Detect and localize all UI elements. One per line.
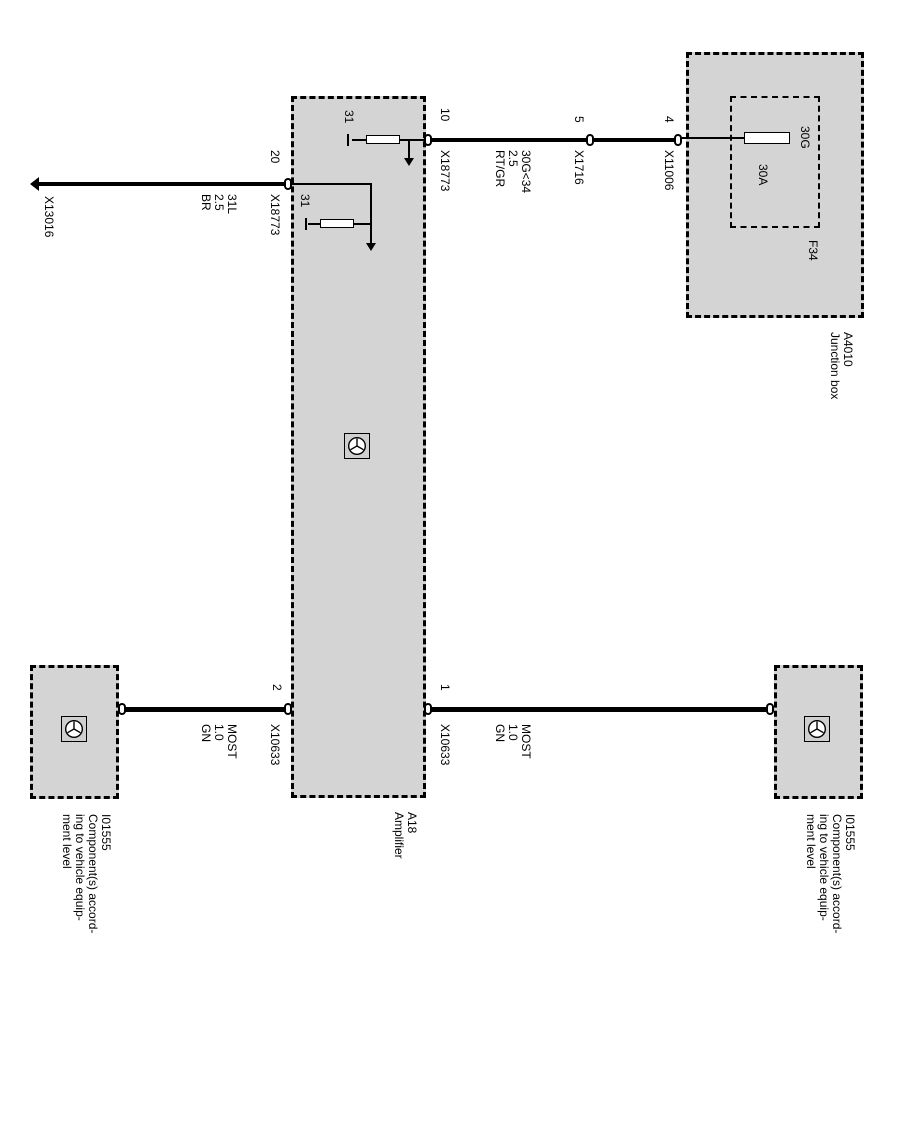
- connector-x1716-icon: [586, 134, 594, 146]
- wire-ground-spec: 31L 2.5 BR: [199, 194, 239, 215]
- arrow-down-icon: [404, 158, 414, 166]
- wire-power-spec: 30G<34 2.5 RT/GR: [493, 150, 533, 194]
- fuse-id-label: F34: [806, 240, 820, 261]
- wire-most-bottom-spec: MOST 1.0 GN: [199, 724, 239, 759]
- arrow-down-icon: [366, 243, 376, 251]
- resistor-lead: [308, 223, 320, 225]
- wire-ground: [36, 182, 288, 186]
- connector-x10633-bottom-icon: [284, 703, 292, 715]
- resistor-lead: [400, 139, 428, 141]
- ground-point-label: X13016: [42, 196, 56, 238]
- wire-power-gauge: 2.5: [506, 150, 520, 167]
- wire-most-top: [428, 707, 770, 712]
- component-bottom-speaker-icon: [61, 716, 87, 742]
- ground-label-power: 31: [342, 110, 356, 124]
- component-bottom-caption: I01555 Component(s) accord- ing to vehic…: [60, 814, 113, 934]
- pin-most-bottom: 2: [270, 684, 284, 691]
- component-top-line3: ment level: [804, 814, 818, 869]
- component-top-id: I01555: [843, 814, 857, 851]
- component-top-caption: I01555 Component(s) accord- ing to vehic…: [804, 814, 857, 934]
- wire-most-bottom-gauge: 1.0: [212, 724, 226, 741]
- resistor-icon: [320, 219, 354, 228]
- junction-box-name: Junction box: [828, 332, 842, 400]
- fuse-holder: [730, 96, 820, 228]
- amplifier-speaker-icon: [344, 433, 370, 459]
- connector-mid-power: X1716: [572, 150, 586, 185]
- wire-power-color: RT/GR: [493, 150, 507, 188]
- component-top-line2: ing to vehicle equip-: [817, 814, 831, 921]
- connector-amp-ground: X18773: [268, 194, 282, 236]
- amplifier-name: Amplifier: [392, 812, 406, 859]
- wire-most-bottom-signal: MOST: [225, 724, 239, 759]
- internal-link: [370, 183, 372, 245]
- wire-most-bottom-color: GN: [199, 724, 213, 742]
- wire-most-bottom: [122, 707, 286, 712]
- pin-amp-ground: 20: [268, 150, 282, 164]
- ground-point-icon: [30, 177, 39, 191]
- junction-box-caption: A4010 Junction box: [828, 332, 855, 400]
- connector-most-bottom: X10633: [268, 724, 282, 766]
- fuse-in-label: 30G: [798, 126, 812, 149]
- pin-most-top: 1: [438, 684, 452, 691]
- ground-label-ground: 31: [298, 194, 312, 208]
- resistor-icon: [366, 135, 400, 144]
- component-top-line1: Component(s) accord-: [830, 814, 844, 934]
- wire-ground-signal: 31L: [225, 194, 239, 215]
- component-bottom-line3: ment level: [60, 814, 74, 869]
- internal-link: [290, 183, 372, 185]
- amplifier-caption: A18 Amplifier: [392, 812, 419, 859]
- wire-most-top-color: GN: [493, 724, 507, 742]
- fuse-out-label: 30A: [756, 164, 770, 186]
- wire-ground-color: BR: [199, 194, 213, 211]
- connector-component-bottom-icon: [118, 703, 126, 715]
- fuse-f34-icon: [744, 132, 790, 144]
- wire-most-top-signal: MOST: [519, 724, 533, 759]
- ground-symbol-icon: [305, 218, 307, 230]
- component-bottom-line2: ing to vehicle equip-: [73, 814, 87, 921]
- ground-symbol-icon: [347, 134, 349, 146]
- amplifier-id: A18: [405, 812, 419, 834]
- wire-power-signal: 30G<34: [519, 150, 533, 194]
- component-top-speaker-icon: [804, 716, 830, 742]
- wire-power: [426, 138, 682, 142]
- pin-junction-power: 4: [662, 116, 676, 123]
- connector-junction-power: X11006: [662, 150, 676, 191]
- connector-most-top: X10633: [438, 724, 452, 766]
- resistor-lead: [354, 223, 370, 225]
- connector-x11006-icon: [674, 134, 682, 146]
- connector-x18773-icon: [424, 134, 432, 146]
- connector-amp-power: X18773: [438, 150, 452, 192]
- internal-link: [408, 140, 410, 160]
- component-bottom-line1: Component(s) accord-: [86, 814, 100, 934]
- wire-most-top-spec: MOST 1.0 GN: [493, 724, 533, 759]
- pin-mid-power: 5: [572, 116, 586, 123]
- fuse-lead: [682, 137, 744, 139]
- wire-most-top-gauge: 1.0: [506, 724, 520, 741]
- connector-x10633-top-icon: [424, 703, 432, 715]
- pin-amp-power: 10: [438, 108, 452, 122]
- wire-ground-gauge: 2.5: [212, 194, 226, 211]
- connector-x18773-ground-icon: [284, 178, 292, 190]
- junction-box-id: A4010: [841, 332, 855, 367]
- resistor-lead: [352, 139, 366, 141]
- component-bottom-id: I01555: [99, 814, 113, 851]
- connector-component-top-icon: [766, 703, 774, 715]
